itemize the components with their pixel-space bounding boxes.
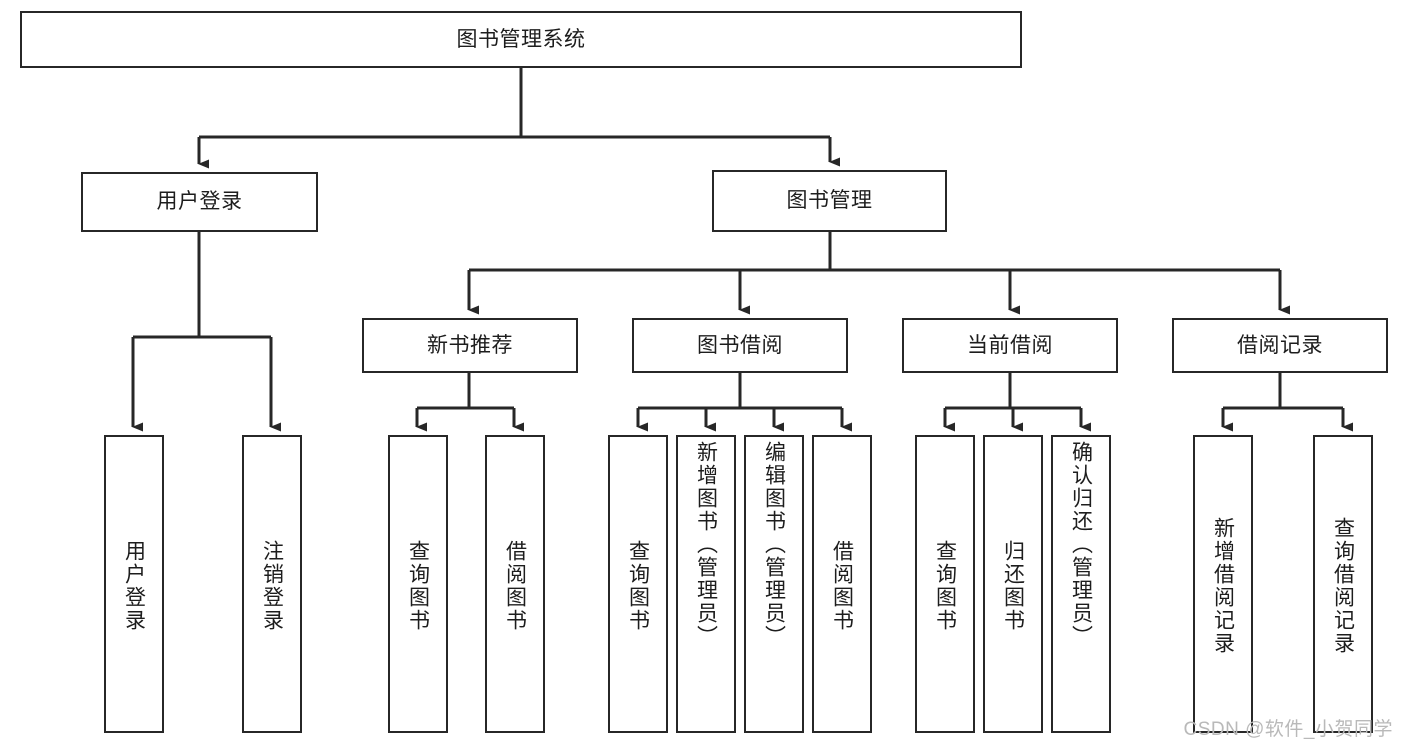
node-current-borrow[interactable]: 当前借阅 [902,318,1118,373]
leaf-add-borrow-record[interactable]: 新增借阅记录 [1193,435,1253,733]
leaf-user-login-label: 用户登录 [122,540,146,632]
leaf-borrow-book-recommend[interactable]: 借阅图书 [485,435,545,733]
leaf-confirm-return-admin-label: 确认归还（管理员） [1069,441,1093,648]
leaf-edit-book-admin-label: 编辑图书（管理员） [762,441,786,648]
node-user-login-label: 用户登录 [156,190,243,214]
node-borrow-record-label: 借阅记录 [1237,333,1323,357]
leaf-user-logout-label: 注销登录 [260,540,284,632]
leaf-borrow-book-recommend-label: 借阅图书 [503,540,527,632]
leaf-query-borrow-record-label: 查询借阅记录 [1331,517,1355,655]
leaf-return-book-label: 归还图书 [1001,540,1025,632]
node-user-login[interactable]: 用户登录 [81,172,318,232]
node-title-label: 图书管理系统 [456,27,586,51]
leaf-query-book-recommend[interactable]: 查询图书 [388,435,448,733]
node-book-borrow[interactable]: 图书借阅 [632,318,848,373]
node-new-book-rec[interactable]: 新书推荐 [362,318,578,373]
leaf-query-book-borrow-label: 查询图书 [626,540,650,632]
node-current-borrow-label: 当前借阅 [967,333,1053,357]
leaf-query-book-current-label: 查询图书 [933,540,957,632]
leaf-borrow-book-label: 借阅图书 [830,540,854,632]
node-title[interactable]: 图书管理系统 [20,11,1022,68]
leaf-borrow-book[interactable]: 借阅图书 [812,435,872,733]
node-borrow-record[interactable]: 借阅记录 [1172,318,1388,373]
node-book-manage[interactable]: 图书管理 [712,170,947,232]
node-new-book-rec-label: 新书推荐 [427,333,513,357]
leaf-user-login[interactable]: 用户登录 [104,435,164,733]
leaf-query-borrow-record[interactable]: 查询借阅记录 [1313,435,1373,733]
node-book-borrow-label: 图书借阅 [697,333,783,357]
leaf-user-logout[interactable]: 注销登录 [242,435,302,733]
leaf-query-book-recommend-label: 查询图书 [406,540,430,632]
leaf-add-borrow-record-label: 新增借阅记录 [1211,517,1235,655]
leaf-query-book-borrow[interactable]: 查询图书 [608,435,668,733]
leaf-query-book-current[interactable]: 查询图书 [915,435,975,733]
leaf-add-book-admin[interactable]: 新增图书（管理员） [676,435,736,733]
node-book-manage-label: 图书管理 [786,189,873,213]
leaf-return-book[interactable]: 归还图书 [983,435,1043,733]
leaf-add-book-admin-label: 新增图书（管理员） [694,441,718,648]
leaf-edit-book-admin[interactable]: 编辑图书（管理员） [744,435,804,733]
leaf-confirm-return-admin[interactable]: 确认归还（管理员） [1051,435,1111,733]
